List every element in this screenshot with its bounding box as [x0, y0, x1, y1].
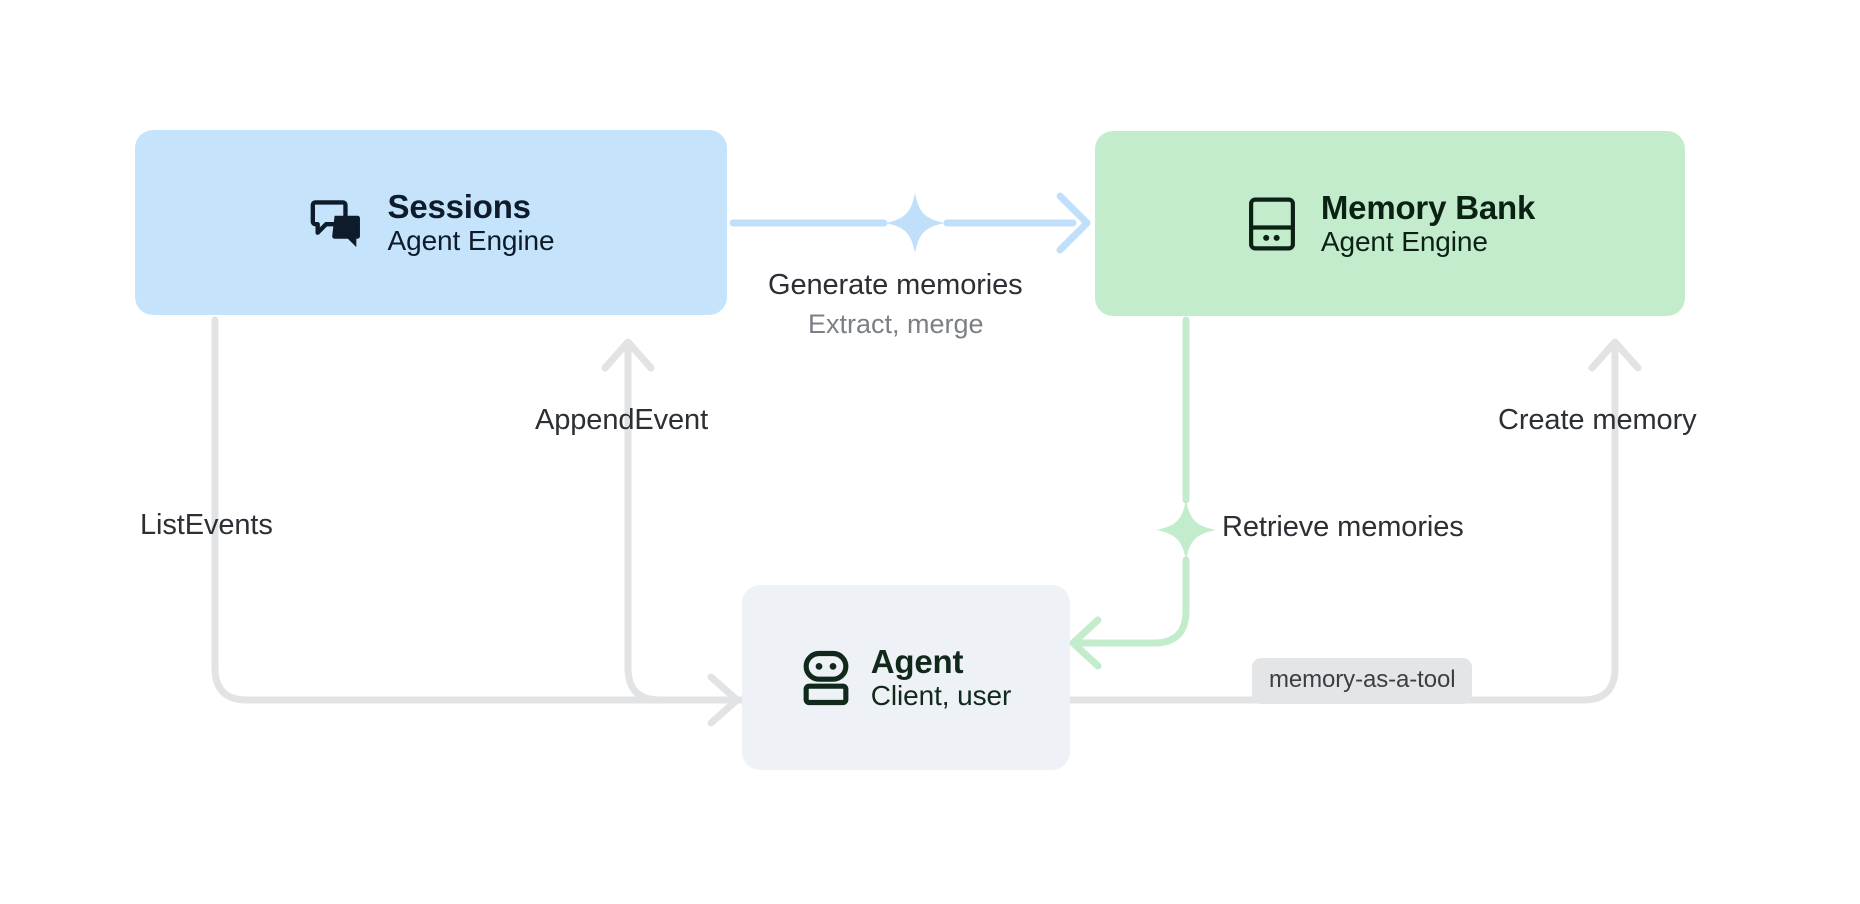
node-agent-title: Agent [870, 642, 964, 680]
node-sessions-labels: Sessions Agent Engine [388, 188, 555, 258]
robot-icon [801, 650, 851, 706]
node-memory-bank-subtitle: Agent Engine [1320, 226, 1488, 258]
retrieve-memories-arrowhead [1069, 616, 1102, 670]
chip-memory-as-a-tool: memory-as-a-tool [1252, 658, 1473, 704]
sparkle-icon [1156, 500, 1216, 560]
edge-list-events [211, 316, 741, 727]
node-sessions[interactable]: Sessions Agent Engine [135, 130, 727, 315]
node-memory-bank[interactable]: Memory Bank Agent Engine [1095, 131, 1685, 316]
edge-label-create-memory: Create memory [1498, 404, 1697, 436]
edge-generate-memories [729, 192, 1091, 254]
node-agent[interactable]: Agent Client, user [742, 585, 1070, 770]
edge-label-retrieve-memories: Retrieve memories [1222, 511, 1464, 543]
node-agent-subtitle: Client, user [870, 680, 1012, 712]
retrieve-memories-line-bottom [1076, 556, 1190, 647]
append-event-line [624, 341, 746, 704]
list-events-arrowhead [707, 673, 741, 727]
edge-label-list-events: ListEvents [140, 509, 273, 541]
create-memory-arrowhead [1588, 338, 1642, 372]
edge-retrieve-memories [1069, 316, 1216, 670]
append-event-arrowhead [601, 338, 655, 372]
chat-bubbles-icon [308, 194, 366, 252]
edge-append-event [601, 338, 746, 704]
list-events-line [211, 316, 732, 704]
node-sessions-subtitle: Agent Engine [387, 225, 555, 257]
node-memory-bank-title: Memory Bank [1320, 188, 1536, 226]
node-memory-bank-labels: Memory Bank Agent Engine [1321, 189, 1535, 259]
edge-label-append-event: AppendEvent [535, 404, 709, 436]
database-drive-icon [1245, 195, 1299, 253]
generate-memories-arrowhead [1056, 192, 1091, 254]
edge-sublabel-generate-memories: Extract, merge [808, 309, 984, 339]
edge-label-generate-memories: Generate memories [768, 269, 1023, 301]
sparkle-icon [885, 193, 945, 253]
node-agent-labels: Agent Client, user [870, 642, 1012, 713]
node-sessions-title: Sessions [387, 187, 532, 225]
